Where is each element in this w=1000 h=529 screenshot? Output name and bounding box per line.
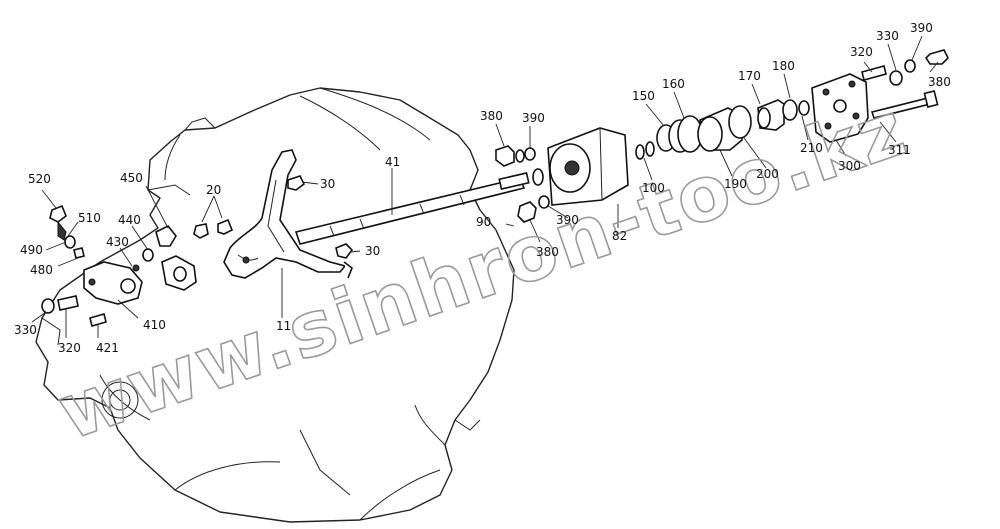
label-320-right: 320 — [850, 45, 873, 59]
label-490: 490 — [20, 243, 43, 257]
label-380-a: 380 — [480, 109, 503, 123]
shift-fork — [223, 149, 347, 279]
label-330-left: 330 — [14, 323, 37, 337]
label-510: 510 — [78, 211, 101, 225]
top-right-fasteners — [861, 49, 949, 86]
label-210: 210 — [800, 141, 823, 155]
label-430: 430 — [106, 235, 129, 249]
long-bolt — [870, 90, 939, 119]
part-labels: 520 510 490 480 450 440 430 410 421 330 … — [14, 21, 951, 355]
label-390-b: 390 — [556, 213, 579, 227]
label-90: 90 — [476, 215, 491, 229]
seal-rings — [532, 99, 810, 186]
label-390-a: 390 — [522, 111, 545, 125]
label-480: 480 — [30, 263, 53, 277]
label-421: 421 — [96, 341, 119, 355]
label-311: 311 — [888, 143, 911, 157]
label-180: 180 — [772, 59, 795, 73]
left-bracket-assembly — [41, 204, 197, 327]
label-380-right: 380 — [928, 75, 951, 89]
label-410: 410 — [143, 318, 166, 332]
label-82: 82 — [612, 229, 627, 243]
label-100: 100 — [642, 181, 665, 195]
label-320-left: 320 — [58, 341, 81, 355]
label-330-right: 330 — [876, 29, 899, 43]
label-450: 450 — [120, 171, 143, 185]
label-170: 170 — [738, 69, 761, 83]
label-20: 20 — [206, 183, 221, 197]
label-11: 11 — [276, 319, 291, 333]
label-390-right: 390 — [910, 21, 933, 35]
cylinder-fittings — [495, 145, 550, 223]
corner-mark — [984, 6, 985, 11]
label-41: 41 — [385, 155, 400, 169]
label-520: 520 — [28, 172, 51, 186]
label-30-mid: 30 — [365, 244, 380, 258]
label-150: 150 — [632, 89, 655, 103]
label-30-top: 30 — [320, 177, 335, 191]
end-cover-plate — [811, 73, 869, 143]
plug-parts — [287, 175, 354, 279]
shift-cylinder — [547, 127, 629, 206]
label-200: 200 — [756, 167, 779, 181]
label-160: 160 — [662, 77, 685, 91]
label-300: 300 — [838, 159, 861, 173]
screws-20 — [193, 218, 234, 239]
label-380-b: 380 — [536, 245, 559, 259]
leader-lines — [31, 35, 939, 338]
label-440: 440 — [118, 213, 141, 227]
gearbox-housing — [35, 87, 515, 523]
shift-rail — [294, 172, 530, 245]
label-190: 190 — [724, 177, 747, 191]
